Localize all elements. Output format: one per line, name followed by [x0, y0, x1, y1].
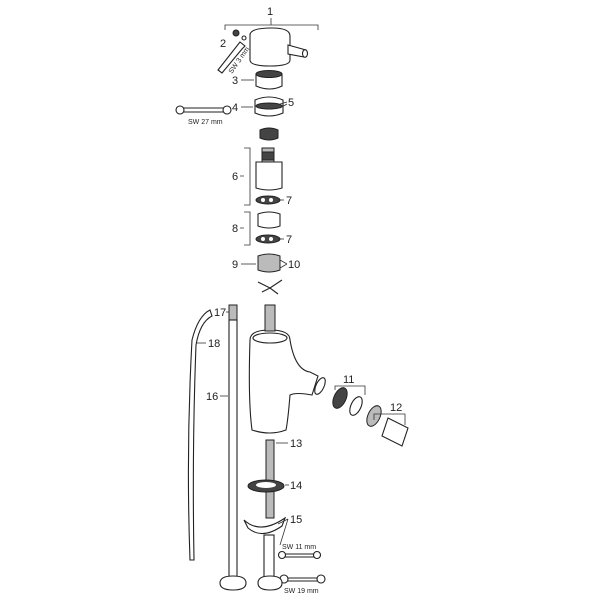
label-17: 17 — [214, 307, 226, 319]
wrench-icon — [279, 574, 326, 584]
lever-handle — [249, 27, 309, 67]
label-16: 16 — [206, 391, 218, 403]
label-4: 4 — [232, 102, 238, 114]
label-9: 9 — [232, 259, 238, 271]
seal-set-upper — [255, 195, 281, 205]
label-2: 2 — [220, 38, 226, 50]
check-valve — [257, 253, 281, 273]
leader-bracket — [240, 211, 251, 246]
aerator-parts — [314, 377, 409, 447]
cover-ring-rim — [255, 70, 283, 78]
label-13: 13 — [290, 438, 302, 450]
leader-bracket — [240, 147, 251, 206]
hex-key-icon — [217, 41, 246, 74]
label-12: 12 — [390, 402, 402, 414]
supply-hose — [219, 304, 283, 591]
label-10: 10 — [288, 259, 300, 271]
wrench-19-size: SW 19 mm — [284, 588, 319, 595]
label-6: 6 — [232, 171, 238, 183]
wrench-icon — [175, 105, 232, 115]
wrench-11-size: SW 11 mm — [282, 544, 316, 551]
threaded-rod — [265, 439, 275, 519]
wrench-27-size: SW 27 mm — [188, 119, 223, 126]
gasket-hole — [256, 482, 276, 488]
leader-bracket — [373, 413, 406, 425]
leader-line — [277, 518, 289, 546]
mounting-nut — [263, 534, 275, 578]
grub-screw — [232, 29, 240, 37]
retaining-nut — [259, 127, 279, 141]
label-8: 8 — [232, 223, 238, 235]
label-7-lower: 7 — [286, 234, 292, 246]
cartridge — [255, 147, 283, 191]
o-ring — [255, 102, 283, 110]
handle-assembly-bracket — [224, 18, 319, 30]
clip — [257, 279, 283, 295]
faucet-body — [248, 304, 319, 434]
label-3: 3 — [232, 75, 238, 87]
label-18: 18 — [208, 338, 220, 350]
label-1: 1 — [267, 6, 273, 18]
pull-rod — [187, 309, 213, 561]
plug-cap — [241, 35, 247, 41]
mounting-bracket — [243, 516, 287, 535]
label-11: 11 — [343, 374, 354, 386]
leader-line — [279, 259, 288, 269]
label-14: 14 — [290, 480, 302, 492]
leader-bracket — [334, 385, 366, 395]
wrench-icon — [277, 550, 322, 560]
label-15: 15 — [290, 514, 302, 526]
label-7-upper: 7 — [286, 195, 292, 207]
diverter-insert — [257, 211, 281, 229]
label-5: 5 — [288, 97, 294, 109]
leader-line — [279, 101, 288, 109]
seal-set-lower — [255, 234, 281, 244]
